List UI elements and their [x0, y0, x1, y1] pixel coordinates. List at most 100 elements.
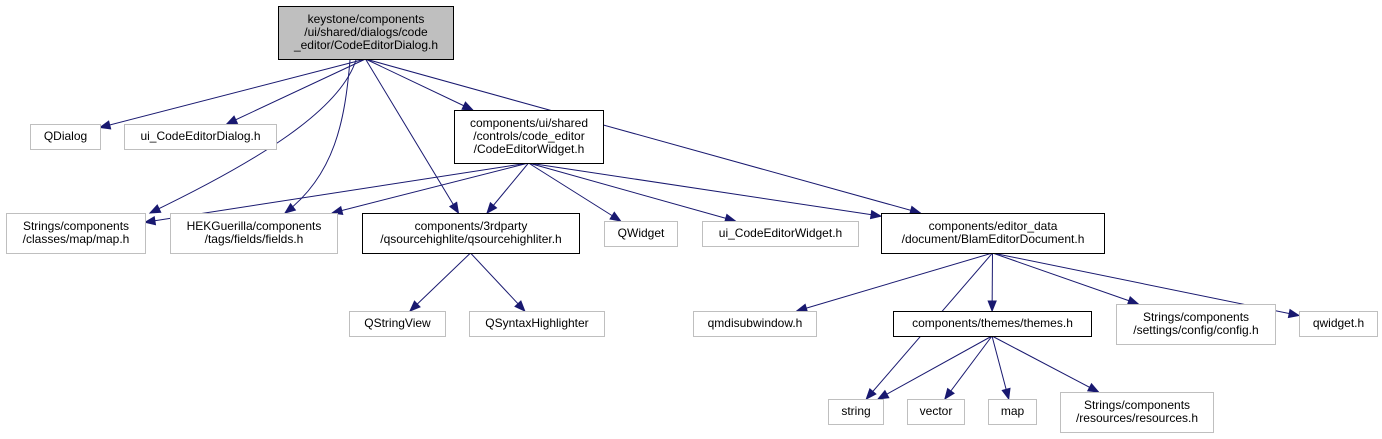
edge-codeeditorwidget-to-qwidget-q [528, 162, 622, 222]
edge-codeeditorwidget-to-map-h-line [144, 162, 529, 223]
edge-themes-h-to-map [991, 335, 1011, 401]
node-themes-h-label-line-0: components/themes/themes.h [912, 316, 1073, 330]
edge-codeeditorwidget-to-blameditordocument-line [528, 162, 882, 217]
node-qsyntaxhighlighter-label-line-0: QSyntaxHighlighter [485, 316, 588, 330]
edge-codeeditorwidget-to-qsourcehighliter-line [486, 162, 529, 214]
node-qsourcehighliter-label-line-1: /qsourcehighlite/qsourcehighliter.h [380, 232, 561, 246]
node-map-h-label-line-0: Strings/components [23, 219, 129, 233]
node-map-label-line-0: map [1001, 404, 1025, 418]
edge-themes-h-to-resources-h-arrowhead [1086, 382, 1100, 393]
edge-qsourcehighliter-to-qstringview-arrowhead [409, 300, 421, 312]
node-qstringview: QStringView [349, 311, 446, 337]
node-codeeditordialog-label-line-1: /ui/shared/dialogs/code [304, 25, 428, 39]
edge-qsourcehighliter-to-qstringview-line [409, 252, 471, 312]
edge-codeeditordialog-to-codeeditorwidget [365, 58, 474, 111]
edge-codeeditordialog-to-blameditordocument-line [365, 58, 921, 214]
edge-codeeditorwidget-to-blameditordocument [528, 162, 883, 220]
node-codeeditordialog[interactable]: keystone/components/ui/shared/dialogs/co… [278, 6, 454, 60]
node-blameditordocument[interactable]: components/editor_data/document/BlamEdit… [881, 213, 1105, 254]
node-resources-h-label-line-0: Strings/components [1084, 398, 1190, 412]
node-ui-codeeditorwidget: ui_CodeEditorWidget.h [702, 221, 859, 247]
node-qsourcehighliter-box [362, 213, 580, 254]
node-qstringview-label-line-0: QStringView [364, 316, 431, 330]
edge-qsourcehighliter-to-qstringview [409, 252, 471, 312]
edge-codeeditorwidget-to-blameditordocument-arrowhead [869, 209, 883, 220]
edge-codeeditorwidget-to-qsourcehighliter-arrowhead [486, 201, 498, 215]
node-resources-h: Strings/components/resources/resources.h [1060, 392, 1214, 433]
node-codeeditorwidget-label-line-1: /controls/code_editor [473, 129, 584, 143]
edge-codeeditordialog-to-qsourcehighliter [365, 58, 460, 215]
edge-codeeditordialog-to-map-h-arrowhead [148, 204, 162, 214]
node-vector-label-line-0: vector [920, 404, 953, 418]
node-themes-h-box [893, 311, 1092, 337]
edge-blameditordocument-to-themes-h-arrowhead [987, 300, 997, 313]
node-map-h: Strings/components/classes/map/map.h [6, 213, 146, 254]
edge-codeeditordialog-to-fields-h [283, 59, 351, 214]
node-qmdisubwindow: qmdisubwindow.h [693, 311, 817, 337]
node-vector-box [907, 399, 965, 425]
edge-codeeditorwidget-to-ui-codeeditorwidget-line [528, 162, 736, 222]
edge-codeeditorwidget-to-ui-codeeditorwidget-arrowhead [724, 213, 737, 223]
edge-codeeditordialog-to-qsourcehighliter-line [365, 58, 459, 214]
edge-themes-h-to-string-arrowhead [876, 389, 890, 400]
edge-blameditordocument-to-qmdisubwindow-arrowhead [795, 303, 809, 313]
node-string-box [828, 399, 884, 425]
edge-qsourcehighliter-to-qsyntaxhighlighter-line [470, 252, 526, 312]
edge-codeeditorwidget-to-map-h [143, 162, 529, 226]
node-codeeditorwidget-label-line-0: components/ui/shared [470, 116, 588, 130]
edge-blameditordocument-to-qwidget-lower-arrowhead [1287, 308, 1301, 319]
edge-themes-h-to-vector [944, 335, 993, 401]
edge-codeeditorwidget-to-map-h-arrowhead [143, 215, 157, 226]
node-config-h-label-line-1: /settings/config/config.h [1133, 323, 1258, 337]
node-fields-h-label-line-0: HEKGuerilla/components [187, 219, 322, 233]
node-qwidget-q: QWidget [604, 221, 678, 247]
node-config-h-label-line-0: Strings/components [1143, 310, 1249, 324]
node-codeeditorwidget-label-line-2: /CodeEditorWidget.h [474, 142, 585, 156]
node-map-box [988, 399, 1037, 425]
edge-codeeditorwidget-to-qwidget-q-arrowhead [609, 211, 622, 222]
node-codeeditordialog-label-line-2: _editor/CodeEditorDialog.h [293, 38, 438, 52]
edge-codeeditordialog-to-map-h [148, 59, 357, 214]
edge-codeeditorwidget-to-fields-h-line [331, 162, 529, 214]
edge-codeeditordialog-to-ui-codeeditordialog [225, 58, 366, 125]
node-qmdisubwindow-label-line-0: qmdisubwindow.h [708, 316, 803, 330]
edge-blameditordocument-to-qmdisubwindow [795, 252, 993, 313]
edge-codeeditordialog-to-ui-codeeditordialog-line [226, 58, 366, 125]
edge-blameditordocument-to-themes-h [987, 252, 997, 313]
edge-blameditordocument-to-qmdisubwindow-line [796, 252, 993, 312]
node-ui-codeeditordialog: ui_CodeEditorDialog.h [124, 124, 277, 150]
edge-themes-h-to-vector-arrowhead [944, 387, 955, 401]
node-map: map [988, 399, 1037, 425]
node-config-h: Strings/components/settings/config/confi… [1116, 304, 1276, 345]
edge-codeeditordialog-to-qdialog-arrowhead [98, 120, 112, 130]
node-blameditordocument-label-line-0: components/editor_data [929, 219, 1058, 233]
node-qsyntaxhighlighter: QSyntaxHighlighter [469, 311, 605, 337]
edge-themes-h-to-vector-line [944, 335, 993, 400]
node-string-label-line-0: string [841, 404, 870, 418]
nodes-layer: keystone/components/ui/shared/dialogs/co… [6, 6, 1378, 433]
edge-qsourcehighliter-to-qsyntaxhighlighter-arrowhead [514, 300, 526, 312]
node-codeeditorwidget[interactable]: components/ui/shared/controls/code_edito… [454, 110, 604, 164]
node-ui-codeeditordialog-box [124, 124, 277, 150]
node-qsourcehighliter[interactable]: components/3rdparty/qsourcehighlite/qsou… [362, 213, 580, 254]
edge-codeeditordialog-to-qsourcehighliter-arrowhead [448, 201, 460, 215]
node-blameditordocument-label-line-1: /document/BlamEditorDocument.h [902, 232, 1085, 246]
node-vector: vector [907, 399, 965, 425]
node-string: string [828, 399, 884, 425]
node-themes-h[interactable]: components/themes/themes.h [893, 311, 1092, 337]
node-map-h-box [6, 213, 146, 254]
edge-codeeditordialog-to-qdialog-line [99, 58, 366, 128]
edge-themes-h-to-string-line [877, 335, 993, 400]
node-qwidget-q-label-line-0: QWidget [618, 226, 665, 240]
edge-codeeditordialog-to-blameditordocument [365, 58, 922, 215]
node-qdialog: QDialog [30, 124, 101, 150]
node-qmdisubwindow-box [693, 311, 817, 337]
node-fields-h-label-line-1: /tags/fields/fields.h [205, 232, 304, 246]
node-resources-h-label-line-1: /resources/resources.h [1076, 411, 1198, 425]
node-ui-codeeditordialog-label-line-0: ui_CodeEditorDialog.h [140, 129, 260, 143]
edge-themes-h-to-resources-h-line [991, 335, 1099, 393]
node-fields-h: HEKGuerilla/components/tags/fields/field… [170, 213, 338, 254]
node-qstringview-box [349, 311, 446, 337]
node-qdialog-label-line-0: QDialog [44, 129, 87, 143]
